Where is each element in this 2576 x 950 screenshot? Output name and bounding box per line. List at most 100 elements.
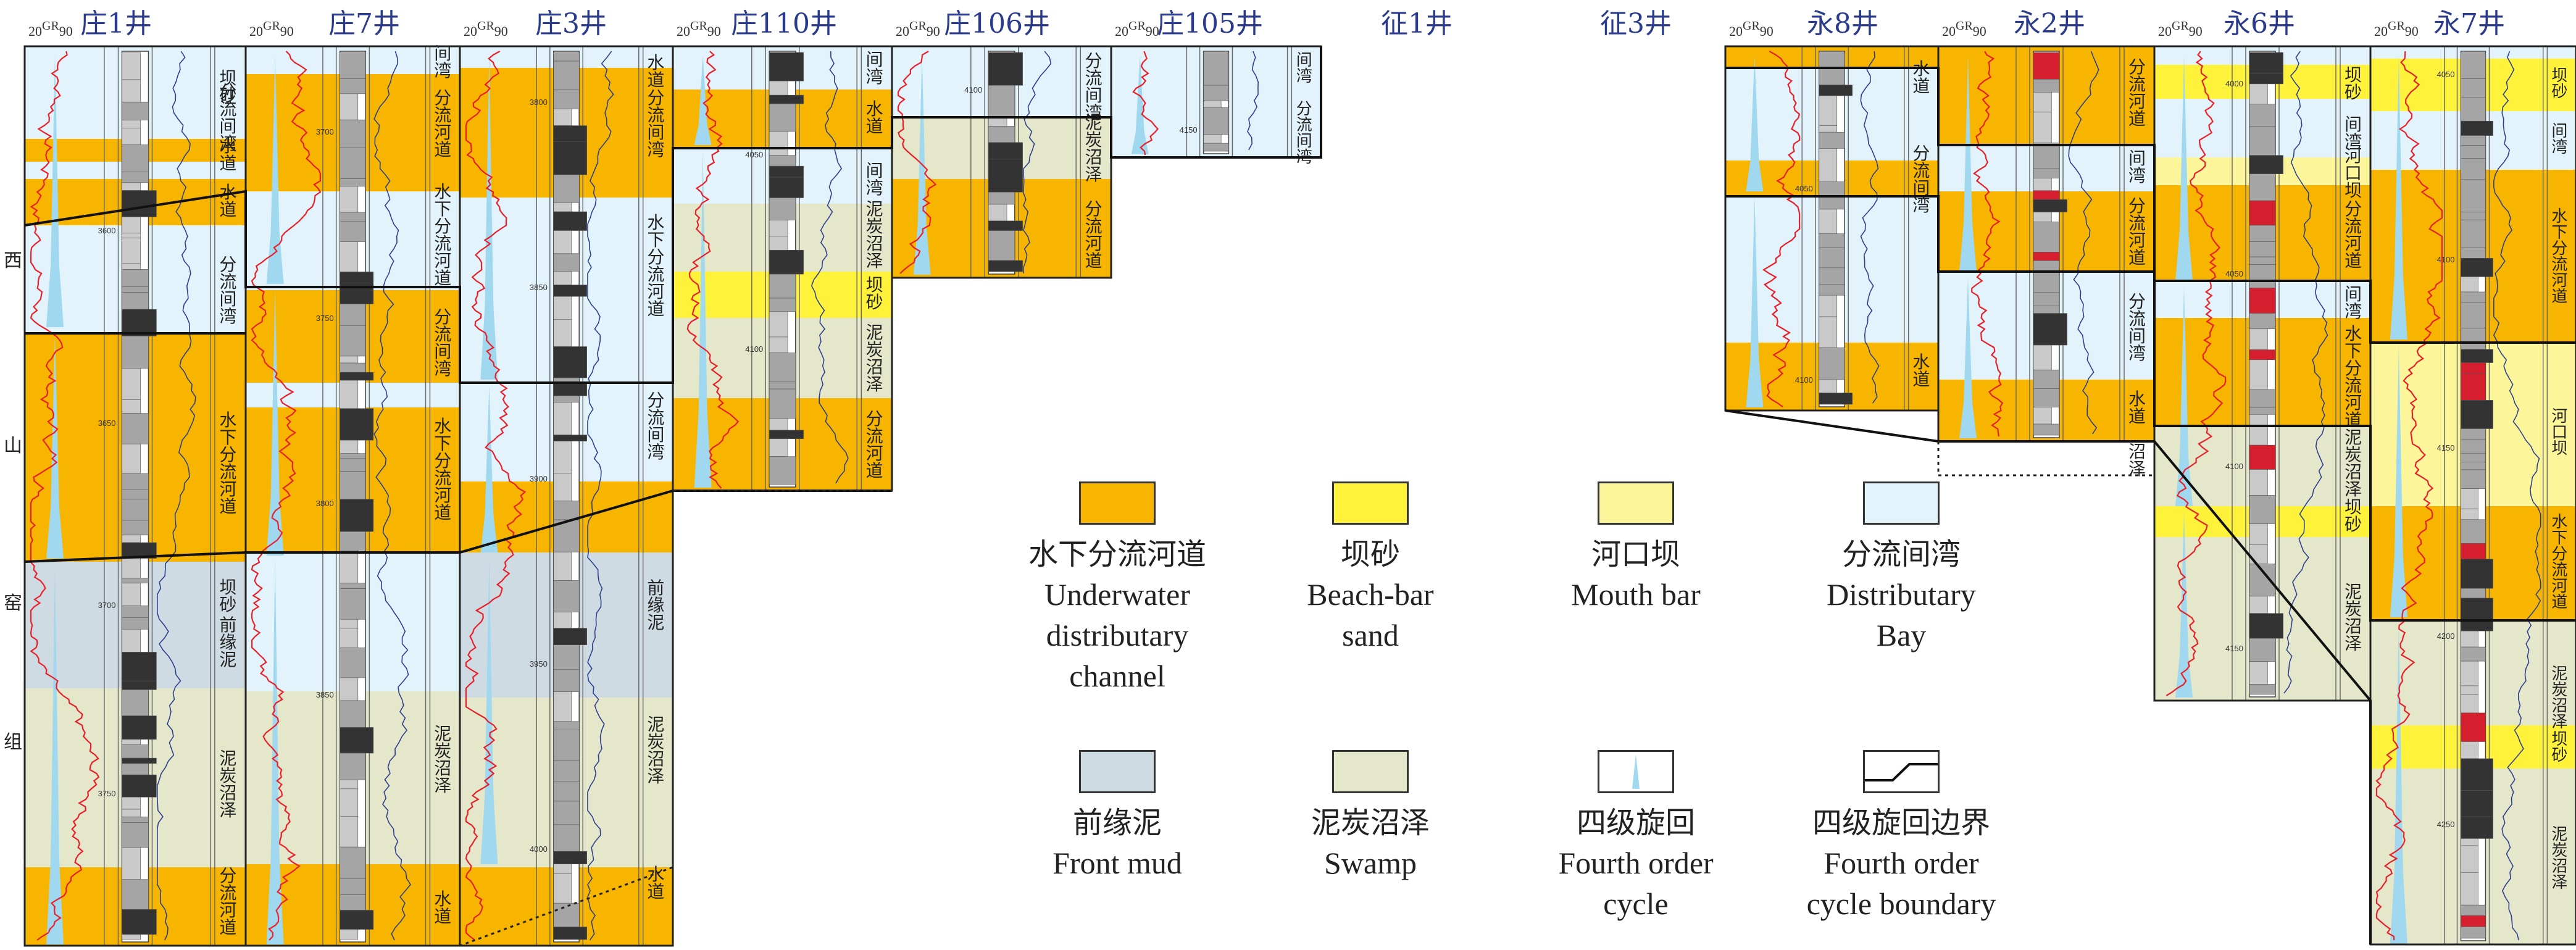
facies-label-char: 间 <box>1296 132 1312 151</box>
depth-mark: 4150 <box>2225 644 2243 653</box>
lithology-bed <box>122 263 141 270</box>
fourth-order-cycle-mark <box>2175 179 2193 281</box>
facies-label-char: 炭 <box>647 731 664 752</box>
lithology-bed <box>122 217 141 233</box>
legend-swatch-boundary <box>1863 750 1940 793</box>
facies-label-char: 分 <box>1912 143 1930 164</box>
facies-label-char: 炭 <box>219 765 236 786</box>
facies-label-char: 湾 <box>1085 102 1103 123</box>
lithology-bed <box>122 190 157 217</box>
lithology-bed <box>769 177 804 198</box>
lithology-bed <box>122 399 141 414</box>
lithology-bed <box>2249 264 2276 288</box>
facies-label-char: 道 <box>866 116 883 136</box>
lithology-bed <box>122 797 141 810</box>
resistivity-log-curve <box>1247 51 1259 151</box>
facies-label-char: 流 <box>2128 74 2146 94</box>
lithology-bed <box>2249 613 2283 639</box>
lithology-bed <box>2461 461 2486 470</box>
depth-mark: 4100 <box>2225 462 2243 471</box>
facies-label-char: 河 <box>434 485 451 506</box>
gr-log-curve <box>465 51 527 941</box>
lithology-bed <box>2249 684 2276 695</box>
lithology-bed <box>1203 85 1229 101</box>
well-title-z110: 庄110井 <box>731 8 837 40</box>
facies-label-char: 道 <box>219 199 236 220</box>
facies-label-char: 道 <box>2128 109 2146 129</box>
lithology-bed <box>2461 838 2478 846</box>
facies-label-char: 炭 <box>2345 599 2362 619</box>
lithology-bed <box>122 909 157 935</box>
facies-label-char: 泥 <box>219 649 236 670</box>
facies-label-char: 道 <box>434 906 451 927</box>
lithology-bed <box>2461 816 2493 839</box>
facies-label-char: 下 <box>2551 223 2567 242</box>
facies-label-char: 坝 <box>2345 65 2362 85</box>
lithology-bed <box>122 292 149 310</box>
gr-log-curve <box>1762 51 1801 407</box>
lithology-bed <box>2249 200 2276 226</box>
facies-label-char: 砂 <box>2345 514 2362 535</box>
facies-label-char: 坝 <box>219 68 236 88</box>
legend-label-en: Bay <box>1876 618 1927 652</box>
depth-mark: 4200 <box>2437 631 2455 641</box>
lithology-bed <box>769 273 796 299</box>
lithology-bed <box>2033 52 2060 80</box>
facies-label-char: 道 <box>647 881 664 902</box>
lithology-bed <box>769 249 804 275</box>
lithology-bed <box>2249 83 2268 105</box>
lithology-bed <box>553 721 580 730</box>
lithology-bed <box>122 822 149 848</box>
lithology-bed <box>122 680 157 690</box>
lithology-bed <box>2249 389 2276 408</box>
lithology-bed <box>769 381 796 390</box>
cycle-boundary-line <box>1725 195 2576 622</box>
facies-label-char: 坝 <box>2551 67 2567 85</box>
lithology-bed <box>553 551 572 581</box>
formation-side-char: 组 <box>4 731 22 753</box>
lithology-bed <box>340 846 366 879</box>
lithology-bed <box>553 271 572 285</box>
gr-log-curve <box>2165 51 2227 696</box>
legend-label-en: cycle boundary <box>1806 886 1996 921</box>
lithology-bed <box>340 700 366 728</box>
lithology-bed <box>2461 646 2486 662</box>
facies-label-char: 泽 <box>434 775 451 796</box>
lithology-bed <box>340 186 359 213</box>
fourth-order-cycle-mark <box>2175 614 2193 698</box>
gr-log-curve <box>30 51 100 941</box>
lithology-bed <box>122 233 141 238</box>
legend-label-en: sand <box>1342 618 1399 652</box>
lithology-bed <box>2461 543 2486 560</box>
gr-log-curve <box>1971 51 2004 437</box>
facies-label-char: 湾 <box>866 67 883 87</box>
gr-scale-label: 20GR90 <box>896 19 940 39</box>
facies-label-char: 分 <box>2345 199 2362 219</box>
facies-label-char: 水 <box>647 52 664 73</box>
gr-scale-label: 20GR90 <box>249 19 294 39</box>
lithology-bed <box>553 435 587 441</box>
depth-mark: 3900 <box>530 474 548 483</box>
lithology-bed <box>122 629 141 652</box>
lithology-bed <box>122 744 149 759</box>
lithology-bed <box>553 202 572 212</box>
facies-label-char: 水 <box>2551 513 2567 531</box>
facies-label-char: 分 <box>219 444 236 465</box>
lithology-bed <box>553 395 580 403</box>
lithology-bed <box>122 605 149 618</box>
well-column-y7: 40504100415042004250坝砂间湾水下分流河道河口坝水下分流河道泥… <box>2369 45 2576 946</box>
lithology-bed <box>1819 125 1838 133</box>
lithology-bed <box>2461 219 2486 248</box>
depth-mark: 3750 <box>98 789 116 798</box>
facies-label-char: 流 <box>2551 561 2567 580</box>
lithology-bed <box>769 103 796 132</box>
facies-label-char: 河 <box>647 281 664 302</box>
depth-mark: 4000 <box>2225 79 2243 88</box>
fourth-order-cycle-mark <box>694 336 712 488</box>
facies-label-char: 砂 <box>2551 746 2567 765</box>
gr-scale-label: 20GR90 <box>28 19 73 39</box>
